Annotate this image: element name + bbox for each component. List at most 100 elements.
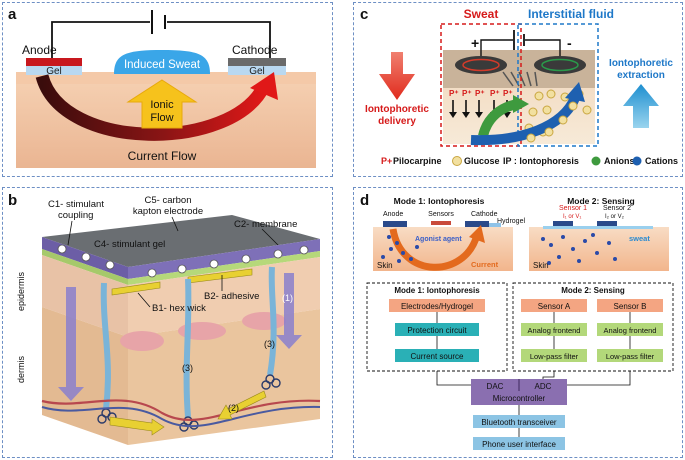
- legend-glucose-icon: [452, 156, 462, 166]
- dermis-label: dermis: [16, 355, 26, 383]
- mode1-anode: [383, 221, 407, 227]
- sensor-a-block: [521, 299, 587, 312]
- legend-cations-icon: [632, 156, 642, 166]
- pilocarpine-ions: P⁺P⁺P⁺P⁺P⁺: [449, 89, 513, 98]
- flow-arrow-1: [109, 416, 165, 436]
- right-electrode-ring: [541, 58, 579, 72]
- afe-b-label: Analog frontend: [604, 326, 657, 335]
- mode2-box: [512, 282, 674, 372]
- b2-label: B2- adhesive: [204, 291, 259, 302]
- interstitial-title: Interstitial fluid: [528, 7, 614, 21]
- m2-links: [553, 312, 631, 349]
- c4-label: C4- stimulant gel: [94, 239, 165, 250]
- mode1-hydrogel: [489, 223, 501, 227]
- battery-wire-right: [167, 21, 271, 60]
- svg-text:P⁺: P⁺: [462, 89, 472, 98]
- panel-b-diagram: C1- stimulant coupling C5- carbon kapton…: [16, 195, 321, 445]
- legend-anions: Anions: [604, 156, 635, 166]
- flow-arrow-2: [217, 390, 267, 420]
- mode2-sweat-layer: [543, 226, 653, 229]
- panel-c: [353, 2, 683, 177]
- ion-arrow-left: [58, 287, 84, 401]
- blood-vessel-blue: [41, 405, 321, 428]
- mcu-label: Microcontroller: [493, 394, 546, 403]
- sensor-b-label: Sensor B: [614, 302, 647, 311]
- adc-label: ADC: [535, 382, 552, 391]
- step-2-label: (2): [228, 403, 239, 413]
- afe-b-block: [597, 323, 663, 336]
- gel-left-label: Gel: [46, 66, 62, 77]
- lpf-b-block: [597, 349, 663, 362]
- c2-leader: [261, 228, 279, 246]
- lpf-a-label: Low-pass filter: [530, 352, 579, 361]
- dermal-papilla-1: [120, 331, 164, 351]
- sweat-duct-1: [100, 282, 111, 410]
- current-source-block: [395, 349, 479, 362]
- c1-label-2: coupling: [58, 210, 93, 221]
- mode1-box-title: Mode 1: Iontophoresis: [394, 286, 480, 295]
- afe-a-label: Analog frontend: [528, 326, 581, 335]
- mode1-cathode: [465, 221, 489, 227]
- sensor-b-block: [597, 299, 663, 312]
- cation-flow-head: [565, 82, 585, 102]
- induced-sweat: [114, 50, 210, 74]
- blood-vessel-red: [41, 399, 321, 421]
- gel-right-label: Gel: [249, 66, 265, 77]
- sweat-region: [440, 23, 522, 147]
- panel-c-letter: c: [360, 6, 369, 23]
- hex-wick: [111, 281, 161, 296]
- extraction-label-2: extraction: [617, 70, 665, 81]
- mode2-skin-label: Skin: [533, 261, 549, 270]
- phone-label: Phone user interface: [482, 440, 556, 449]
- mode2-sensor-2: [597, 221, 617, 226]
- anion-flow-head: [513, 95, 529, 113]
- delivery-label-1: Iontophoretic: [365, 104, 429, 115]
- sensor-a-label: Sensor A: [538, 302, 571, 311]
- current-flow-label: Current Flow: [128, 149, 197, 163]
- mode1-hydrogel-label: Hydrogel: [497, 218, 525, 225]
- electrodes-block: [389, 299, 485, 312]
- c5-label-1: C5- carbon: [145, 195, 192, 206]
- adhesive-right: [128, 251, 320, 285]
- mode1-agonist-dots: [381, 235, 419, 263]
- delivery-down-arrow: [379, 52, 415, 100]
- ctrl-wire-left: [480, 39, 513, 56]
- panel-a-letter: a: [8, 6, 17, 23]
- legend-glucose: Glucose: [464, 156, 500, 166]
- gel-right: [228, 66, 286, 75]
- step-1-label: (1): [282, 293, 293, 303]
- c5-leader: [171, 216, 179, 232]
- mode1-cathode-label: Cathode: [471, 211, 498, 218]
- delivery-label-2: delivery: [378, 116, 416, 127]
- dac-link: [436, 371, 471, 386]
- left-electrode-ring: [462, 58, 500, 72]
- dac-label: DAC: [487, 382, 504, 391]
- interstitial-region: [517, 23, 599, 147]
- svg-text:P⁺: P⁺: [490, 89, 500, 98]
- c5-label-2: kapton electrode: [133, 206, 203, 217]
- lpf-b-label: Low-pass filter: [606, 352, 655, 361]
- cathode-electrode: [228, 58, 286, 66]
- legend-anions-icon: [591, 156, 601, 166]
- dermal-papilla-3: [242, 312, 286, 330]
- current-flow-arc: [35, 73, 270, 141]
- sweat-duct-2: [183, 278, 192, 418]
- epidermis-label: epidermis: [16, 271, 26, 311]
- glucose-on-flow: [526, 101, 578, 143]
- mode1-current-head: [469, 225, 485, 243]
- mode2-skin: [529, 227, 669, 271]
- ionic-flow-arrow: [126, 79, 198, 129]
- c2-label: C2- membrane: [234, 219, 297, 230]
- cation-markers: [57, 244, 309, 278]
- bluetooth-block: [473, 415, 565, 428]
- ctrl-wire-right: [525, 39, 561, 56]
- legend-pilocarpine: Pilocarpine: [393, 156, 442, 166]
- lpf-a-block: [521, 349, 587, 362]
- minus-sign: -: [567, 35, 572, 51]
- current-source-label: Current source: [411, 352, 464, 361]
- sweat-duct-3: [267, 266, 277, 376]
- adc-link-a: [542, 371, 555, 379]
- step-3b-label: (3): [264, 339, 275, 349]
- svg-text:P⁺: P⁺: [475, 89, 485, 98]
